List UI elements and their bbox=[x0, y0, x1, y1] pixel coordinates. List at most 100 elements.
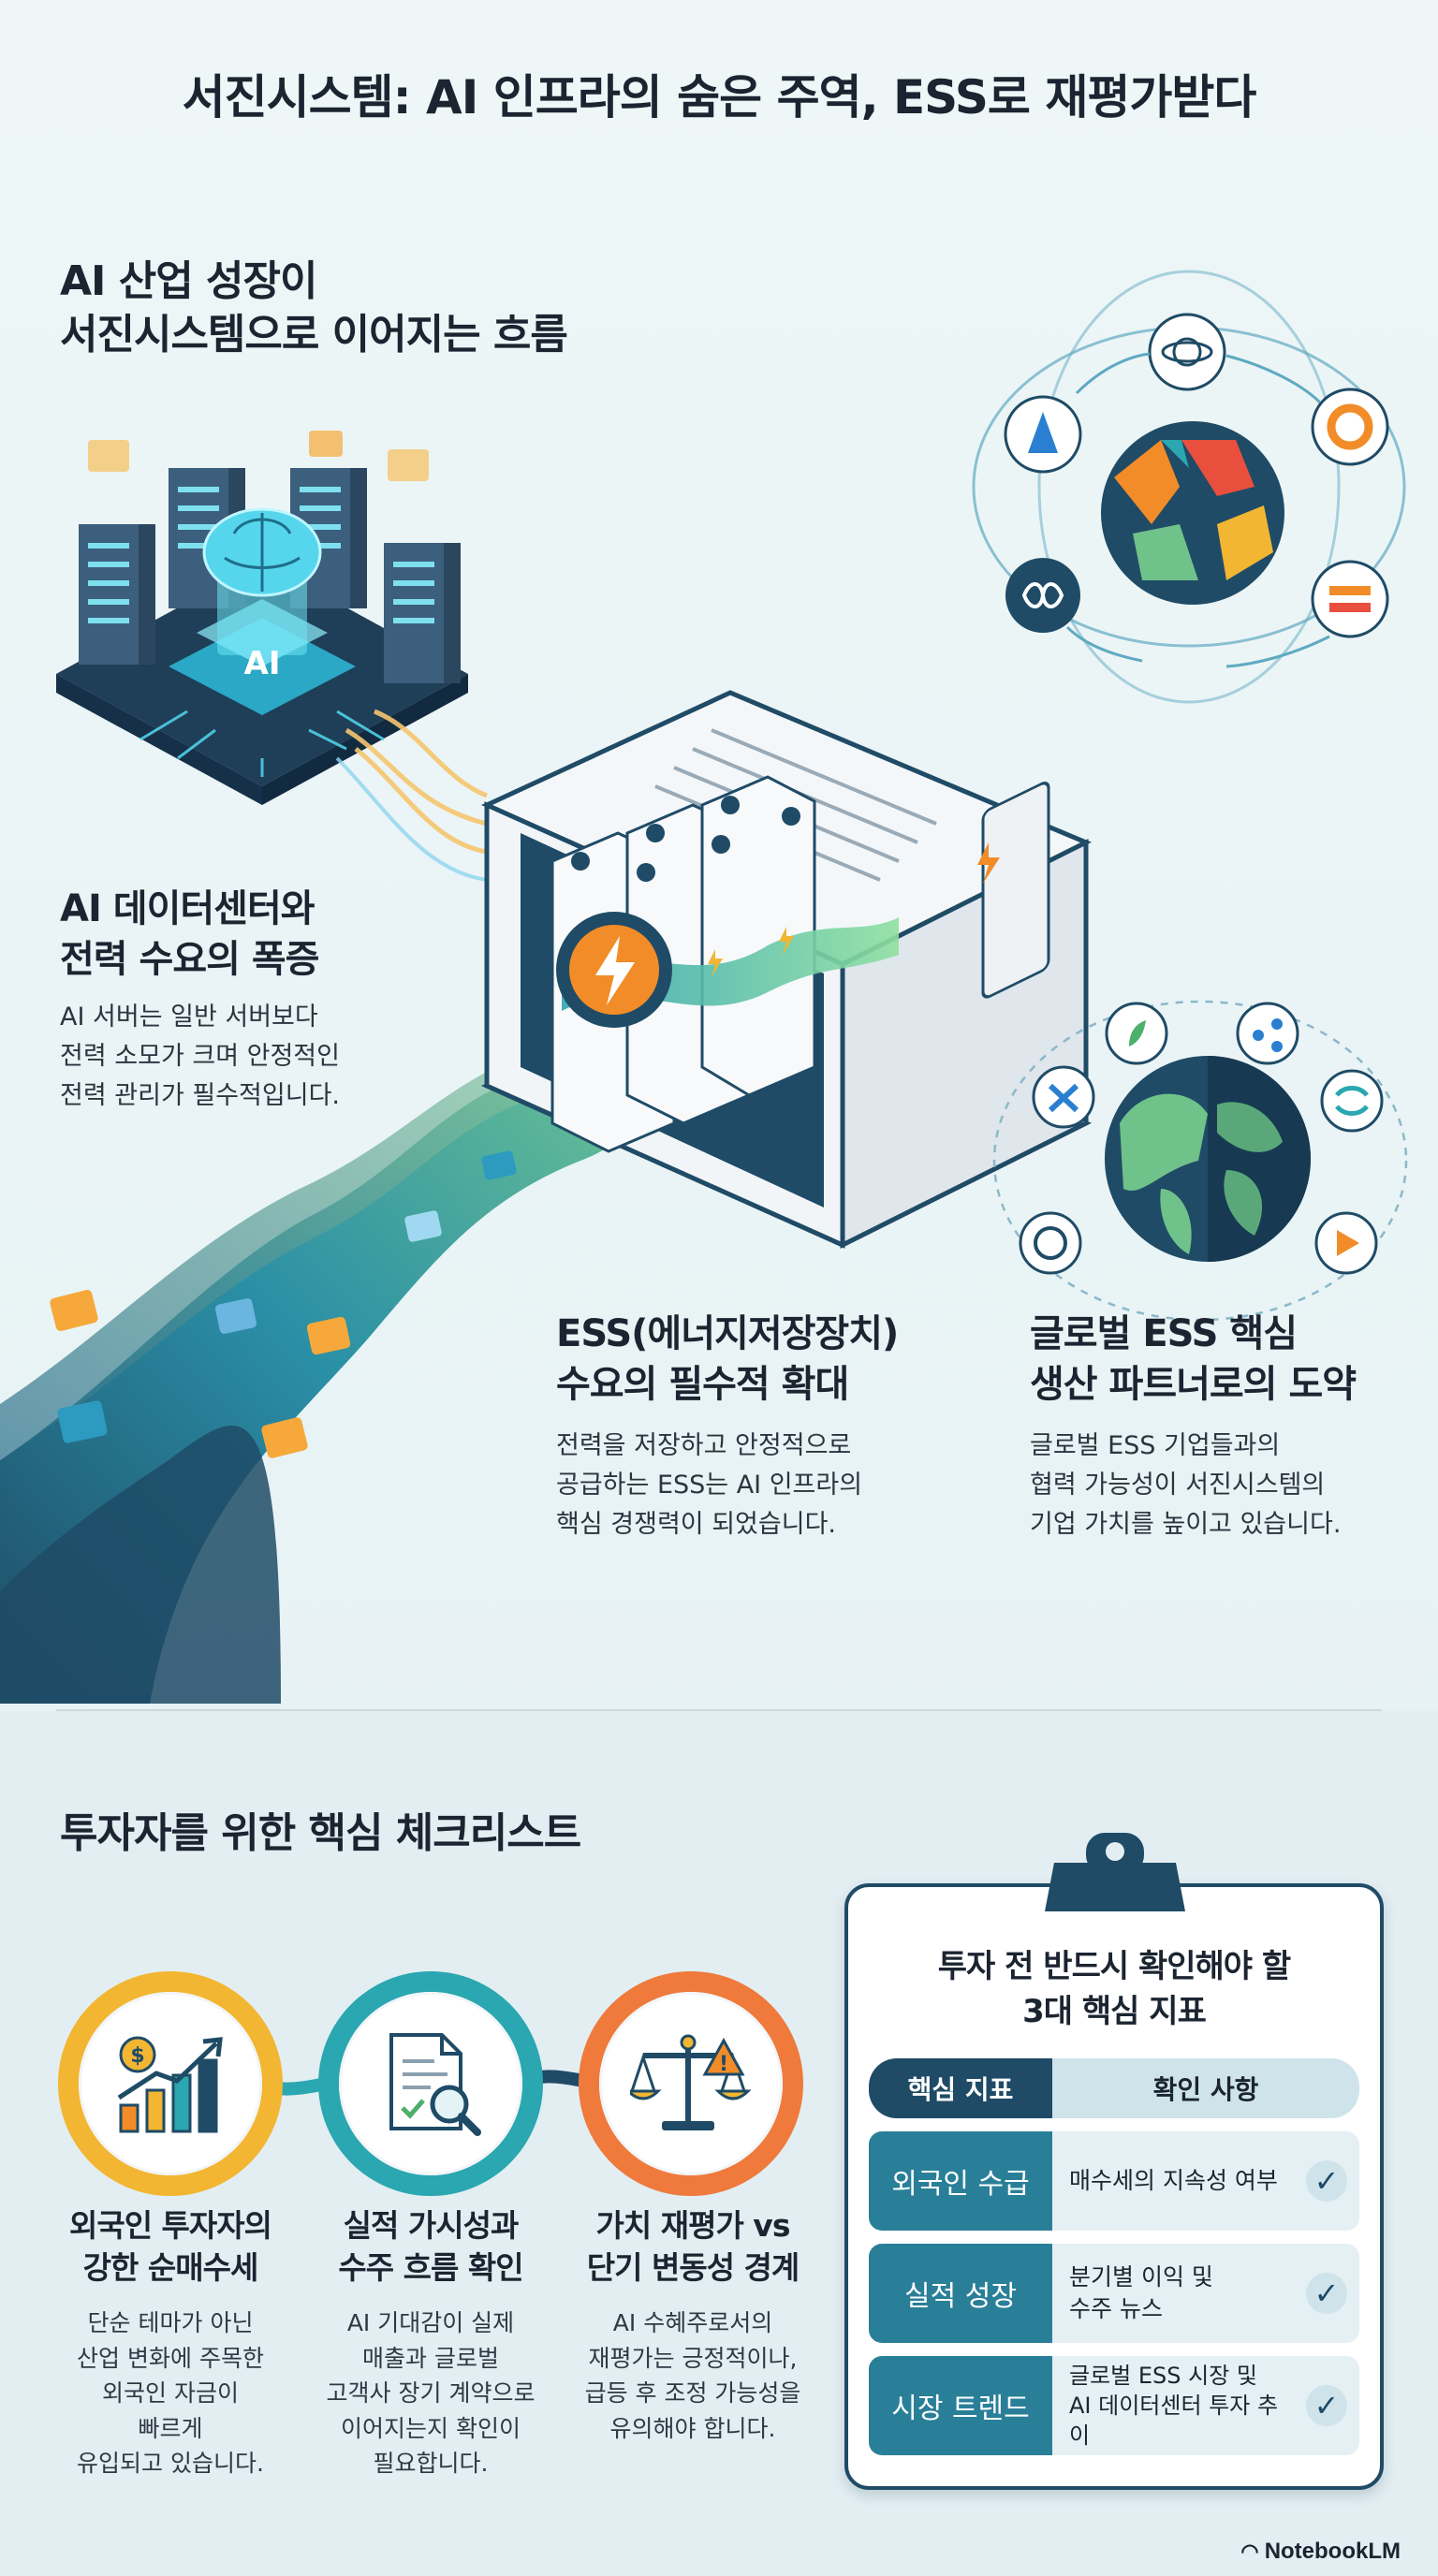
datacenter-title: AI 데이터센터와 전력 수요의 폭증 bbox=[60, 884, 491, 985]
brand-label: NotebookLM bbox=[1264, 2539, 1401, 2564]
ess-title: ESS(에너지저장장치) 수요의 필수적 확대 bbox=[556, 1309, 949, 1410]
document-magnifier-icon bbox=[389, 2033, 481, 2136]
desc-line: 협력 가능성이 서진시스템의 bbox=[1030, 1470, 1326, 1500]
page-title: 서진시스템: AI 인프라의 숨은 주역, ESS로 재평가받다 bbox=[182, 70, 1257, 124]
title-line: 실적 가시성과 bbox=[343, 2207, 520, 2244]
partner-x-icon bbox=[1048, 1083, 1079, 1113]
table-row: 실적 성장 분기별 이익 및 수주 뉴스 ✓ bbox=[869, 2244, 1359, 2344]
check-line: AI 데이터센터 투자 추이 bbox=[1069, 2392, 1279, 2450]
check-cell: 매수세의 지속성 여부 bbox=[1052, 2131, 1294, 2231]
checklist-item-desc: 단순 테마가 아닌 산업 변화에 주목한 외국인 자금이 빠르게 유입되고 있습… bbox=[30, 2305, 311, 2481]
notebook-icon: ◠ bbox=[1240, 2539, 1265, 2563]
checklist-item-title: 가치 재평가 vs 단기 변동성 경계 bbox=[552, 2205, 833, 2289]
atom-icon bbox=[1161, 341, 1213, 363]
data-cards bbox=[50, 1150, 517, 1458]
global-block: 글로벌 ESS 핵심 생산 파트너로의 도약 글로벌 ESS 기업들과의 협력 … bbox=[1030, 1309, 1423, 1544]
clipboard-title: 투자 전 반드시 확인해야 할 3대 핵심 지표 bbox=[869, 1945, 1359, 2034]
partner-a-icon bbox=[1028, 412, 1058, 453]
check-line: 수주 뉴스 bbox=[1069, 2295, 1163, 2323]
lightning-bolt-icon bbox=[595, 936, 635, 1005]
global-title: 글로벌 ESS 핵심 생산 파트너로의 도약 bbox=[1030, 1309, 1423, 1410]
title-line: 단기 변동성 경계 bbox=[586, 2248, 800, 2286]
desc-line: 빠르게 bbox=[138, 2414, 203, 2442]
title-line: 수주 흐름 확인 bbox=[338, 2248, 523, 2286]
desc-line: 핵심 경쟁력이 되었습니다. bbox=[556, 1509, 836, 1539]
growth-chart-dollar-icon: $ bbox=[117, 2036, 223, 2133]
check-line: 매수세의 지속성 여부 bbox=[1069, 2167, 1278, 2195]
ess-unit-illustration bbox=[480, 690, 1092, 1250]
footer-brand: ◠ NotebookLM bbox=[1240, 2539, 1401, 2565]
check-cell: 분기별 이익 및 수주 뉴스 bbox=[1052, 2244, 1294, 2343]
checklist-item-2: 실적 가시성과 수주 흐름 확인 AI 기대감이 실제 매출과 글로벌 고객사 … bbox=[290, 2205, 571, 2481]
indicator-cell: 외국인 수급 bbox=[869, 2131, 1052, 2232]
check-cell: 글로벌 ESS 시장 및 AI 데이터센터 투자 추이 bbox=[1052, 2356, 1294, 2455]
section-heading-line: 서진시스템으로 이어지는 흐름 bbox=[60, 311, 568, 359]
datacenter-desc: AI 서버는 일반 서버보다 전력 소모가 크며 안정적인 전력 관리가 필수적… bbox=[60, 998, 491, 1116]
checklist-item-title: 실적 가시성과 수주 흐름 확인 bbox=[290, 2205, 571, 2289]
power-lines bbox=[345, 709, 488, 855]
desc-line: AI 수혜주로서의 bbox=[612, 2309, 773, 2337]
desc-line: 공급하는 ESS는 AI 인프라의 bbox=[556, 1470, 863, 1500]
desc-line: 급등 후 조정 가능성을 bbox=[584, 2379, 801, 2408]
title-line: 투자 전 반드시 확인해야 할 bbox=[937, 1948, 1291, 1985]
title-line: 강한 순매수세 bbox=[82, 2248, 259, 2286]
desc-line: 매출과 글로벌 bbox=[362, 2344, 499, 2372]
checklist-ring-1: $ bbox=[58, 1971, 283, 2196]
desc-line: 글로벌 ESS 기업들과의 bbox=[1030, 1431, 1281, 1460]
checklist-item-1: 외국인 투자자의 강한 순매수세 단순 테마가 아닌 산업 변화에 주목한 외국… bbox=[30, 2205, 311, 2481]
ess-desc: 전력을 저장하고 안정적으로 공급하는 ESS는 AI 인프라의 핵심 경쟁력이… bbox=[556, 1427, 949, 1544]
title-line: 글로벌 ESS 핵심 bbox=[1030, 1312, 1298, 1355]
checkmark-icon: ✓ bbox=[1306, 2273, 1347, 2315]
svg-text:!: ! bbox=[719, 2053, 728, 2076]
title-line: 가치 재평가 vs bbox=[595, 2207, 791, 2244]
desc-line: AI 서버는 일반 서버보다 bbox=[60, 1003, 318, 1032]
clipboard-clip-icon bbox=[1045, 1833, 1185, 1911]
infinity-icon bbox=[1021, 582, 1064, 608]
checklist-item-3: 가치 재평가 vs 단기 변동성 경계 AI 수혜주로서의 재평가는 긍정적이나… bbox=[552, 2205, 833, 2446]
indicator-cell: 시장 트렌드 bbox=[869, 2356, 1052, 2456]
global-desc: 글로벌 ESS 기업들과의 협력 가능성이 서진시스템의 기업 가치를 높이고 … bbox=[1030, 1427, 1423, 1544]
desc-line: 유입되고 있습니다. bbox=[77, 2450, 264, 2478]
share-nodes-icon bbox=[1253, 1018, 1283, 1052]
desc-line: 전력을 저장하고 안정적으로 bbox=[556, 1431, 852, 1460]
col-header-check: 확인 사항 bbox=[1052, 2058, 1359, 2119]
desc-line: 재평가는 긍정적이나, bbox=[588, 2344, 798, 2372]
desc-line: 단순 테마가 아닌 bbox=[87, 2309, 254, 2337]
title-line: 수요의 필수적 확대 bbox=[556, 1363, 849, 1406]
checklist-ring-2 bbox=[318, 1971, 543, 2196]
section-divider bbox=[56, 1709, 1382, 1711]
desc-line: 외국인 자금이 bbox=[102, 2379, 239, 2408]
checklist-ring-inner bbox=[339, 1992, 522, 2175]
desc-line: 유의해야 합니다. bbox=[609, 2414, 776, 2442]
col-header-indicator: 핵심 지표 bbox=[869, 2058, 1052, 2119]
section-heading-line: AI 산업 성장이 bbox=[60, 257, 317, 305]
desc-line: 전력 소모가 크며 안정적인 bbox=[60, 1041, 340, 1071]
partner-network-illustration bbox=[972, 270, 1406, 704]
desc-line: 필요합니다. bbox=[373, 2450, 489, 2478]
table-row: 시장 트렌드 글로벌 ESS 시장 및 AI 데이터센터 투자 추이 ✓ bbox=[869, 2356, 1359, 2456]
partner-flag-icon bbox=[1329, 603, 1371, 612]
desc-line: 고객사 장기 계약으로 bbox=[326, 2379, 536, 2408]
check-line: 분기별 이익 및 bbox=[1069, 2263, 1213, 2291]
partner-gear-icon bbox=[1034, 1226, 1067, 1260]
checkmark-icon: ✓ bbox=[1306, 2385, 1347, 2427]
checklist-ring-inner: $ bbox=[79, 1992, 262, 2175]
title-line: AI 데이터센터와 bbox=[60, 887, 315, 930]
desc-line: 기업 가치를 높이고 있습니다. bbox=[1030, 1509, 1342, 1539]
indicator-cell: 실적 성장 bbox=[869, 2244, 1052, 2344]
table-row: 외국인 수급 매수세의 지속성 여부 ✓ bbox=[869, 2131, 1359, 2232]
svg-text:$: $ bbox=[130, 2044, 144, 2068]
partner-link-icon bbox=[1335, 1086, 1369, 1116]
data-river-shadow bbox=[0, 1425, 281, 1704]
checklist-item-title: 외국인 투자자의 강한 순매수세 bbox=[30, 2205, 311, 2289]
checklist-heading: 투자자를 위한 핵심 체크리스트 bbox=[60, 1809, 581, 1857]
global-ess-illustration bbox=[992, 1000, 1408, 1322]
illustration-flow: AI bbox=[0, 270, 1408, 1704]
title-line: 전력 수요의 폭증 bbox=[60, 938, 319, 981]
partner-play-icon bbox=[1337, 1230, 1359, 1256]
checklist-ring-3: ! bbox=[579, 1971, 803, 2196]
leaf-icon bbox=[1129, 1020, 1146, 1046]
check-line: 글로벌 ESS 시장 및 bbox=[1069, 2362, 1257, 2389]
ai-chip-label: AI bbox=[244, 645, 281, 682]
indicator-table-header: 핵심 지표 확인 사항 bbox=[869, 2058, 1359, 2119]
